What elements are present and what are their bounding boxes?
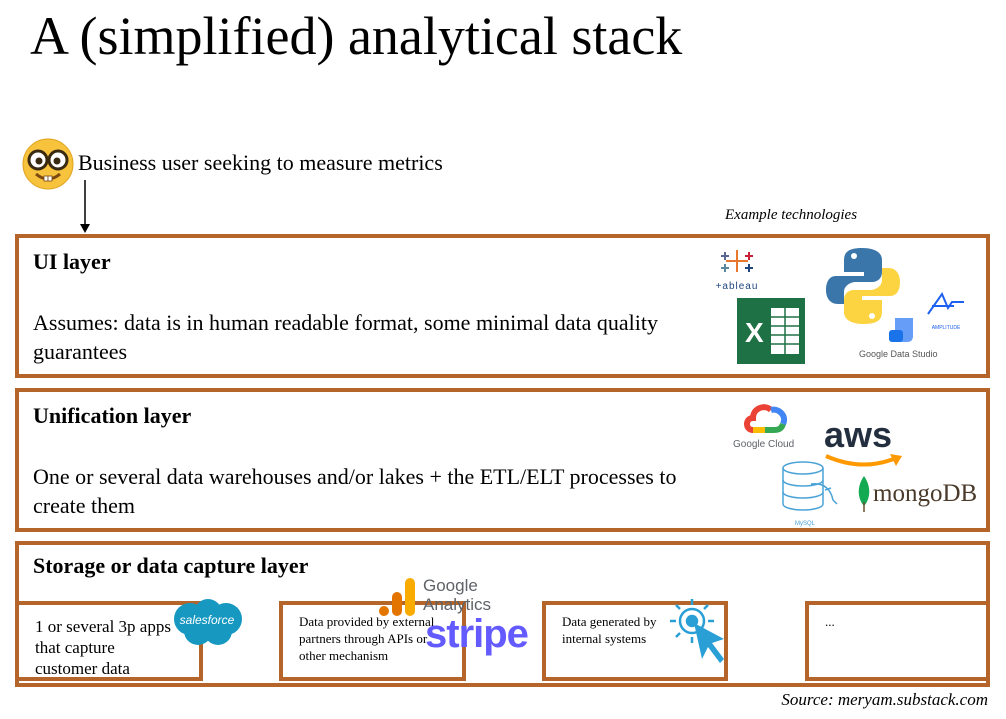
amplitude-icon (927, 291, 964, 315)
other-sources-box: ... (805, 601, 990, 681)
mysql-text: MySQL (795, 521, 816, 527)
unification-layer-title: Unification layer (33, 403, 192, 428)
google-analytics-google-text: Google (423, 576, 478, 595)
excel-logo-icon: X (737, 298, 805, 364)
amplitude-logo: AMPLITUDE (924, 290, 968, 331)
google-data-studio-text: Google Data Studio (859, 349, 938, 359)
external-partners-text: Data provided by external partners throu… (299, 614, 435, 663)
google-data-studio-icon (889, 318, 913, 342)
python-logo-icon (826, 248, 900, 324)
tableau-text: +ableau (715, 281, 759, 292)
google-cloud-logo: Google Cloud (733, 402, 799, 458)
user-label: Business user seeking to measure metrics (78, 150, 443, 175)
google-analytics-icon (379, 578, 415, 616)
google-analytics-analytics-text: Analytics (423, 595, 492, 614)
google-cloud-text: Google Cloud (733, 439, 795, 450)
cursor-click-icon (670, 599, 724, 663)
google-analytics-logo: Google Analytics (377, 576, 507, 620)
external-partners-box: Data provided by external partners throu… (279, 601, 466, 681)
internal-systems-box: Data generated by internal systems (542, 601, 728, 681)
google-cloud-icon (744, 404, 787, 433)
storage-layer: Storage or data capture layer (15, 541, 990, 687)
aws-logo: aws (824, 416, 904, 470)
source-credit: Source: meryam.substack.com (781, 690, 988, 709)
unification-layer: Unification layer One or several data wa… (15, 388, 990, 532)
aws-text: aws (824, 414, 893, 455)
example-technologies-label: Example technologies (725, 207, 858, 223)
mysql-logo: MySQL (781, 460, 841, 530)
mongodb-leaf-icon (858, 476, 870, 512)
salesforce-text: salesforce (179, 613, 235, 627)
tableau-logo: +ableau (709, 248, 765, 292)
tableau-icon (721, 250, 753, 272)
mysql-icon (782, 461, 838, 511)
amplitude-text: AMPLITUDE (931, 325, 961, 331)
svg-text:X: X (745, 317, 764, 348)
ui-layer-description: Assumes: data is in human readable forma… (33, 310, 659, 364)
nerd-face-emoji-icon (22, 138, 74, 190)
aws-smile-icon (825, 454, 902, 467)
ui-layer-title: UI layer (33, 249, 111, 274)
page-title: A (simplified) analytical stack (30, 6, 683, 66)
unification-layer-description: One or several data warehouses and/or la… (33, 464, 677, 518)
mongodb-text: mongoDB (873, 480, 978, 507)
salesforce-logo: salesforce (170, 597, 244, 649)
internal-systems-text: Data generated by internal systems (562, 614, 657, 646)
ui-layer: UI layer Assumes: data is in human reada… (15, 234, 990, 378)
stripe-logo: stripe (425, 612, 529, 656)
other-sources-text: ... (825, 614, 835, 629)
salesforce-cloud-icon (174, 599, 242, 645)
third-party-apps-text: 1 or several 3p apps that capture custom… (35, 617, 171, 678)
storage-layer-title: Storage or data capture layer (33, 553, 309, 578)
google-data-studio-logo: Google Data Studio (859, 318, 947, 364)
down-arrow-icon (80, 180, 90, 233)
mongodb-logo: mongoDB (857, 474, 987, 514)
